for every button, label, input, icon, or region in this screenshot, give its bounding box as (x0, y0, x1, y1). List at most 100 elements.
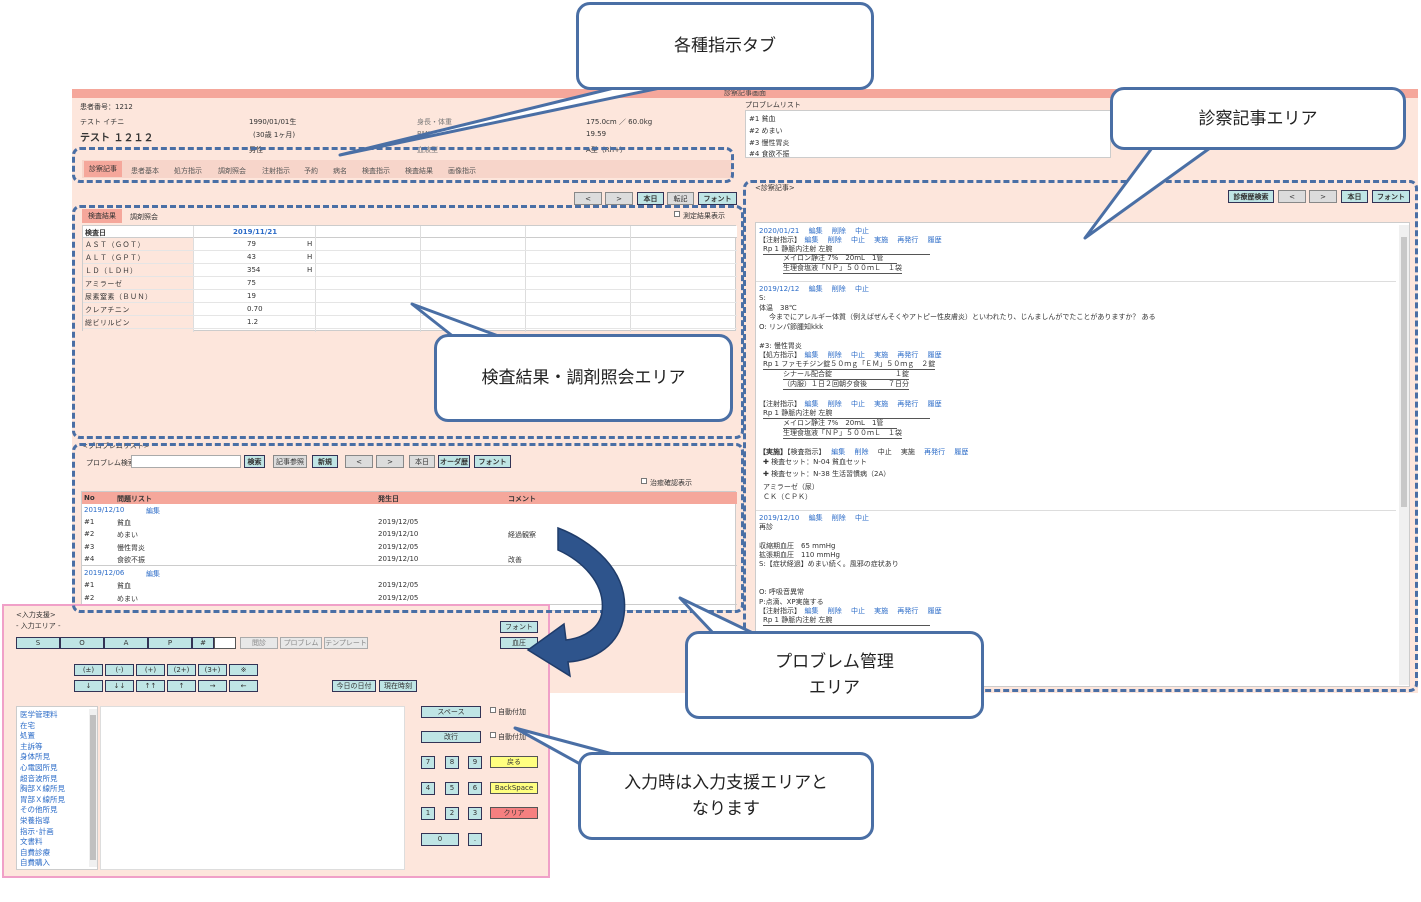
decimal-key[interactable]: . (468, 833, 482, 846)
back-button[interactable]: 戻る (490, 756, 538, 768)
font-button[interactable]: フォント (698, 192, 737, 205)
action-links[interactable]: 編集 削除 中止 実施 再発行 履歴 (804, 236, 942, 244)
problem-summary-item[interactable]: #1 貧血 (749, 115, 776, 123)
symbol-button[interactable]: (3+) (198, 664, 227, 676)
digit-key[interactable]: 1 (421, 807, 435, 820)
cured-checkbox[interactable] (641, 478, 647, 484)
digit-key[interactable]: 2 (445, 807, 459, 820)
phrase-list-scrollbar[interactable] (89, 709, 97, 867)
new-problem-button[interactable]: 新規 (312, 455, 338, 468)
article-ref-button[interactable]: 記事参照 (273, 455, 307, 468)
prev-button[interactable]: < (574, 192, 602, 205)
soap-hash-button[interactable]: # (192, 637, 214, 649)
soap-s-button[interactable]: S (16, 637, 60, 649)
phrase-category-item[interactable]: 自費購入 (20, 858, 50, 868)
problem-edit-link[interactable]: 編集 (146, 570, 160, 579)
tab-dispensing-query[interactable]: 調剤照会 (130, 213, 158, 221)
symbol-button[interactable]: ↑↑ (136, 680, 165, 692)
phrase-category-item[interactable]: その他所見 (20, 805, 58, 815)
phrase-category-item[interactable]: 指示･計画 (20, 826, 54, 836)
problem-summary-item[interactable]: #3 慢性胃炎 (749, 139, 790, 147)
digit-key[interactable]: 8 (445, 756, 459, 769)
phrase-category-item[interactable]: 自費診療 (20, 847, 50, 857)
problem-search-button[interactable]: 検索 (244, 455, 265, 468)
soap-a-button[interactable]: A (104, 637, 148, 649)
symbol-button[interactable]: (-) (105, 664, 134, 676)
hash-input[interactable] (214, 637, 236, 649)
show-results-checkbox[interactable] (674, 211, 680, 217)
phrase-category-item[interactable]: 文書料 (20, 837, 43, 847)
template-button[interactable]: テンプレート (324, 637, 368, 649)
digit-key[interactable]: 7 (421, 756, 435, 769)
soap-o-button[interactable]: O (60, 637, 104, 649)
problem-button[interactable]: プロブレム (280, 637, 322, 649)
symbol-button[interactable]: (±) (74, 664, 103, 676)
space-button[interactable]: スペース (421, 706, 481, 718)
digit-key[interactable]: 4 (421, 782, 435, 795)
stop-link[interactable]: 中止 (855, 227, 870, 235)
tab-lab-order[interactable]: 検査指示 (362, 167, 390, 175)
phrase-category-item[interactable]: 胸部Ｘ線所見 (20, 784, 65, 794)
phrase-category-item[interactable]: 栄養指導 (20, 815, 50, 825)
phrase-category-item[interactable]: 在宅 (20, 720, 35, 730)
symbol-button[interactable]: (+) (136, 664, 165, 676)
phrase-category-item[interactable]: 身体所見 (20, 752, 50, 762)
symbol-button[interactable]: ↑ (167, 680, 196, 692)
digit-key[interactable]: 3 (468, 807, 482, 820)
tab-imaging[interactable]: 画像指示 (448, 167, 476, 175)
backspace-button[interactable]: BackSpace (490, 782, 538, 794)
tab-lab-results[interactable]: 検査結果 (405, 167, 433, 175)
exam-button[interactable]: 閲診 (240, 637, 278, 649)
transcribe-button[interactable]: 転記 (667, 192, 694, 205)
clear-button[interactable]: クリア (490, 807, 538, 819)
problem-summary-item[interactable]: #2 めまい (749, 127, 783, 135)
today-button[interactable]: 本日 (637, 192, 664, 205)
current-time-button[interactable]: 現在時刻 (379, 680, 417, 692)
tab-dispensing[interactable]: 調剤照会 (218, 167, 246, 175)
order-history-button[interactable]: オーダ歴 (438, 455, 470, 468)
record-next-button[interactable]: > (1309, 190, 1337, 203)
entry-date[interactable]: 2020/01/21 (759, 227, 800, 235)
problem-group-date[interactable]: 2019/12/06 (84, 569, 125, 578)
today-date-button[interactable]: 今日の日付 (332, 680, 376, 692)
symbol-button[interactable]: ← (229, 680, 258, 692)
record-scrollbar[interactable] (1399, 225, 1409, 685)
tab-patient-basic[interactable]: 患者基本 (131, 167, 159, 175)
digit-key[interactable]: 9 (468, 756, 482, 769)
soap-p-button[interactable]: P (148, 637, 192, 649)
problem-today-button[interactable]: 本日 (409, 455, 435, 468)
blood-pressure-button[interactable]: 血圧 (500, 637, 538, 649)
tab-appointment[interactable]: 予約 (304, 167, 318, 175)
tab-disease[interactable]: 病名 (333, 167, 347, 175)
phrase-category-item[interactable]: 胃部Ｘ線所見 (20, 794, 65, 804)
problem-edit-link[interactable]: 編集 (146, 507, 160, 515)
problem-prev-button[interactable]: < (345, 455, 373, 468)
phrase-category-item[interactable]: 主訴等 (20, 741, 43, 751)
tab-prescription[interactable]: 処方指示 (174, 167, 202, 175)
symbol-button[interactable]: (2+) (167, 664, 196, 676)
symbol-button[interactable]: ↓↓ (105, 680, 134, 692)
symbol-button[interactable]: ※ (229, 664, 258, 676)
delete-link[interactable]: 削除 (831, 227, 846, 235)
digit-key[interactable]: 6 (468, 782, 482, 795)
symbol-button[interactable]: ↓ (74, 680, 103, 692)
phrase-content-area[interactable] (100, 706, 405, 870)
phrase-category-item[interactable]: 超音波所見 (20, 773, 58, 783)
problem-next-button[interactable]: > (376, 455, 404, 468)
record-prev-button[interactable]: < (1278, 190, 1306, 203)
digit-key[interactable]: 5 (445, 782, 459, 795)
problem-group-date[interactable]: 2019/12/10 (84, 506, 125, 514)
newline-button[interactable]: 改行 (421, 731, 481, 743)
problem-summary-item[interactable]: #4 食欲不振 (749, 150, 790, 158)
phrase-category-item[interactable]: 処置 (20, 731, 35, 741)
problem-search-input[interactable] (131, 455, 241, 468)
problem-font-button[interactable]: フォント (474, 455, 511, 468)
tab-records[interactable]: 診察記事 (84, 161, 122, 177)
auto-add-checkbox[interactable] (490, 707, 496, 713)
edit-link[interactable]: 編集 (808, 227, 823, 235)
phrase-category-item[interactable]: 医学管理料 (20, 710, 58, 719)
record-font-button[interactable]: フォント (1372, 190, 1410, 203)
phrase-category-list[interactable]: 医学管理料在宅処置主訴等身体所見心電図所見超音波所見胸部Ｘ線所見胃部Ｘ線所見その… (16, 706, 98, 870)
auto-add-checkbox[interactable] (490, 732, 496, 738)
history-search-button[interactable]: 診療歴検索 (1228, 190, 1274, 203)
